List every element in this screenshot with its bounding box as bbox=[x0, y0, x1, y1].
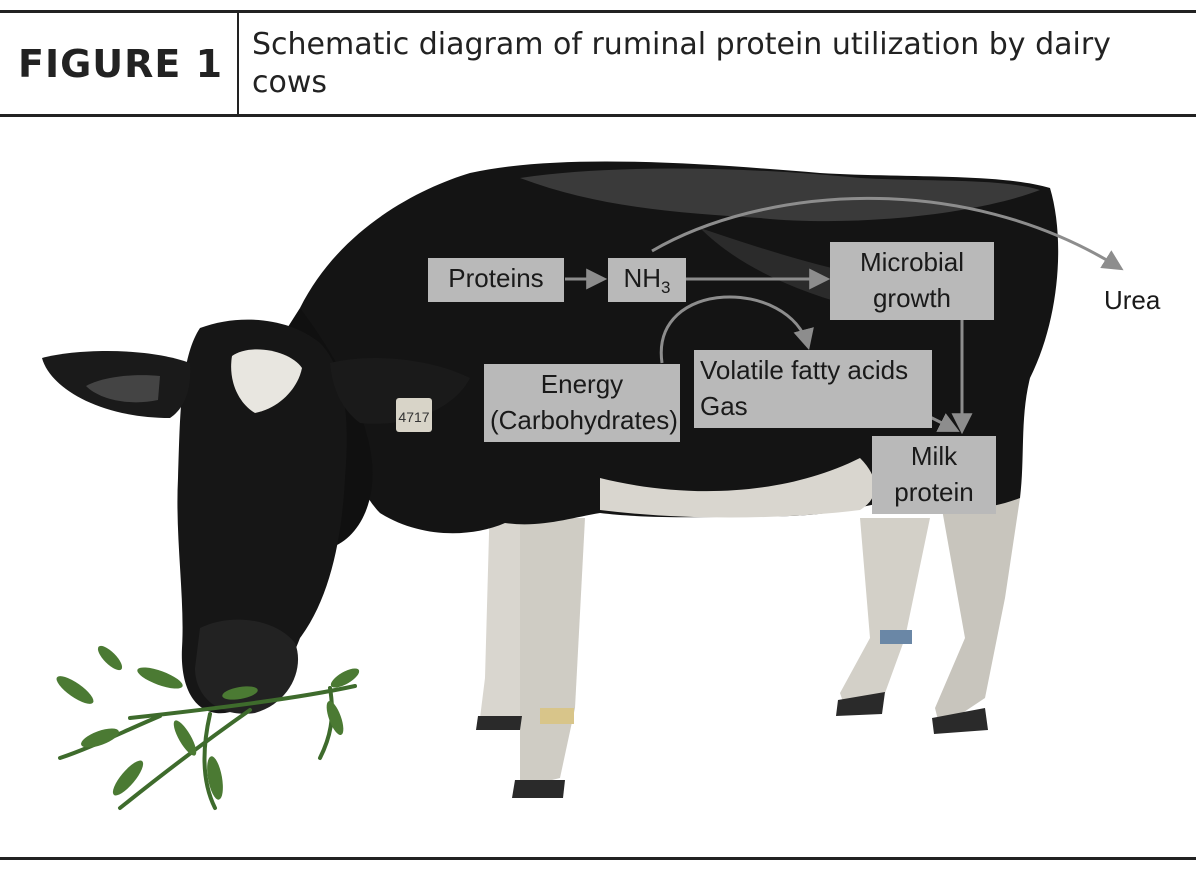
ear-tag bbox=[396, 398, 432, 432]
node-milk-line1: Milk bbox=[910, 441, 958, 471]
cow-illustration: 4717 bbox=[42, 161, 1124, 810]
left-ear-inner bbox=[86, 375, 160, 403]
node-energy-line2: (Carbohydrates) bbox=[490, 405, 678, 435]
node-microbial-line2: growth bbox=[872, 283, 952, 313]
ear-tag-number: 4717 bbox=[398, 409, 429, 425]
right-ear bbox=[330, 358, 470, 424]
node-urea: Urea bbox=[1104, 285, 1161, 315]
cow-muzzle bbox=[195, 619, 299, 714]
hoof bbox=[512, 780, 565, 798]
figure-title: Schematic diagram of ruminal protein uti… bbox=[252, 27, 1111, 100]
leg-band bbox=[880, 630, 912, 644]
node-nh3-subscript: 3 bbox=[661, 278, 671, 298]
hoof bbox=[932, 708, 988, 734]
node-milk-line2: protein bbox=[894, 477, 974, 507]
leg-band bbox=[540, 708, 574, 724]
node-energy: Energy (Carbohydrates) bbox=[484, 364, 680, 442]
arrow-nh3-to-urea bbox=[651, 196, 1124, 271]
figure-label: FIGURE 1 bbox=[18, 42, 224, 86]
node-proteins-label: Proteins bbox=[448, 263, 544, 293]
node-vfa-line1: Volatile fatty acids bbox=[700, 355, 909, 385]
hind-left-leg bbox=[840, 518, 930, 708]
protein-utilization-diagram: 4717 bbox=[0, 118, 1200, 858]
node-nh3-label: NH bbox=[623, 263, 662, 293]
footer-rule bbox=[0, 857, 1196, 860]
node-energy-line1: Energy bbox=[540, 369, 624, 399]
flow-arrows bbox=[565, 196, 1124, 435]
figure-header: FIGURE 1 Schematic diagram of ruminal pr… bbox=[0, 12, 1196, 116]
node-vfa-line2: Gas bbox=[700, 391, 748, 421]
hind-right-leg bbox=[935, 498, 1020, 728]
node-proteins: Proteins bbox=[428, 258, 564, 302]
plant-leaves bbox=[56, 645, 360, 800]
front-right-leg bbox=[520, 518, 585, 788]
cow-head bbox=[177, 319, 347, 714]
arrow-energy-to-vfa bbox=[659, 295, 814, 364]
cow-belly bbox=[600, 458, 875, 518]
node-nh3: NH3 bbox=[608, 258, 686, 302]
forehead-patch bbox=[231, 349, 302, 413]
header-bottom-rule bbox=[0, 114, 1196, 117]
header-divider bbox=[237, 12, 239, 116]
hoof bbox=[836, 692, 885, 716]
node-volatile-fatty-acids: Volatile fatty acids Gas bbox=[694, 350, 932, 428]
node-microbial-line1: Microbial bbox=[859, 247, 965, 277]
hoof bbox=[476, 716, 522, 730]
node-milk-protein: Milk protein bbox=[872, 436, 996, 514]
header-top-rule bbox=[0, 10, 1196, 13]
back-highlight bbox=[520, 168, 1040, 222]
node-microbial-growth: Microbial growth bbox=[830, 242, 994, 320]
